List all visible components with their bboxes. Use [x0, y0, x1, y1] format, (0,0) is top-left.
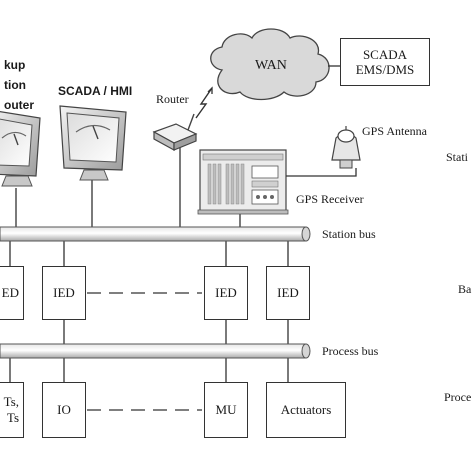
bay-connectors [9, 240, 289, 382]
backup-computer-monitor [0, 110, 41, 187]
wan-cloud [210, 28, 330, 101]
left-cut-text-2: Ts [6, 410, 19, 425]
router-device [152, 86, 213, 152]
scada-hmi-monitor [59, 105, 127, 181]
gps-antenna-device [331, 126, 361, 169]
backup-label-line1: kup [4, 58, 26, 72]
scada-ems-line2: EMS/DMS [355, 62, 415, 77]
right-level-bay-label: Ba [458, 282, 472, 296]
ied-box-2: IED [204, 266, 248, 320]
station-bus-label: Station bus [322, 227, 376, 241]
scada-ems-line1: SCADA [362, 47, 408, 62]
mu-label: MU [215, 402, 237, 417]
backup-label-line2: tion [4, 78, 26, 92]
gps-antenna-label: GPS Antenna [362, 124, 428, 138]
right-level-process-label: Proce [444, 390, 472, 404]
mu-box: MU [204, 382, 248, 438]
router-label: Router [156, 92, 189, 106]
ied-box-1: IED [42, 266, 86, 320]
dashed-links [87, 292, 202, 411]
scada-hmi-label: SCADA / HMI [58, 84, 133, 98]
gps-receiver-unit [197, 149, 289, 215]
wan-label: WAN [255, 58, 287, 73]
ct-vt-box-left-cropped: Ts, Ts [0, 382, 24, 438]
left-cut-text-1: Ts, [3, 394, 19, 409]
actuators-box: Actuators [266, 382, 346, 438]
backup-label-line3: outer [4, 98, 34, 112]
scada-ems-dms-box: SCADA EMS/DMS [340, 38, 430, 86]
process-bus-label: Process bus [322, 344, 379, 358]
ied-label: ED [1, 285, 19, 300]
ied-label: IED [277, 285, 299, 300]
ied-box-3: IED [266, 266, 310, 320]
actuators-label: Actuators [280, 402, 332, 417]
station-bus [0, 226, 311, 242]
ied-label: IED [215, 285, 237, 300]
station-bus-connectors [15, 146, 241, 228]
io-box: IO [42, 382, 86, 438]
ied-box-left-cropped: ED [0, 266, 24, 320]
right-level-station-label: Stati [446, 150, 469, 164]
gps-receiver-label: GPS Receiver [296, 192, 364, 206]
process-bus [0, 343, 311, 359]
io-label: IO [57, 402, 71, 417]
ied-label: IED [53, 285, 75, 300]
